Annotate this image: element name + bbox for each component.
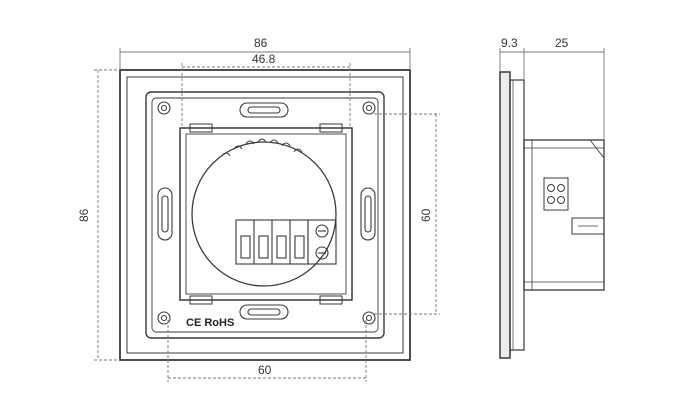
side-body [523, 139, 605, 291]
clip [189, 295, 213, 305]
clip [189, 123, 213, 133]
ce-rohs-marking: CE RoHS [186, 317, 234, 329]
mounting-frame-inner [151, 97, 379, 333]
dim-left: 86 [77, 208, 91, 222]
front-view [119, 69, 411, 361]
slot-top [239, 102, 289, 118]
screw-hole [157, 101, 171, 115]
plate-bevel [126, 76, 404, 354]
terminal-block [235, 219, 337, 265]
clip [319, 123, 343, 133]
side-plate-step [509, 79, 525, 351]
mounting-frame [145, 91, 385, 339]
dim-top-outer: 86 [254, 36, 268, 50]
dim-depth: 25 [555, 36, 569, 50]
mounting-slots [157, 102, 376, 320]
side-view [499, 71, 605, 359]
dim-bottom: 60 [258, 363, 272, 377]
side-terminal [543, 177, 569, 211]
terminal-screw [315, 246, 329, 260]
outer-plate [119, 69, 411, 361]
module-body [179, 127, 353, 301]
slot-left [157, 187, 173, 241]
rotor-circle [191, 141, 337, 287]
side-plate [499, 71, 511, 359]
dim-top-inner: 46.8 [252, 52, 276, 66]
terminal-screw [315, 224, 329, 238]
screw-hole [362, 101, 376, 115]
front-dimensions [94, 48, 440, 382]
module-body-inner [185, 133, 347, 295]
gear-teeth [221, 138, 303, 157]
screw-hole [157, 311, 171, 325]
slot-right [360, 187, 376, 241]
side-dimensions [499, 48, 605, 140]
corner-screws [157, 101, 376, 325]
screw-hole [362, 311, 376, 325]
dim-right: 60 [419, 208, 433, 222]
dim-plate-thickness: 9.3 [501, 36, 518, 50]
clip [319, 295, 343, 305]
slot-bottom [239, 304, 289, 320]
